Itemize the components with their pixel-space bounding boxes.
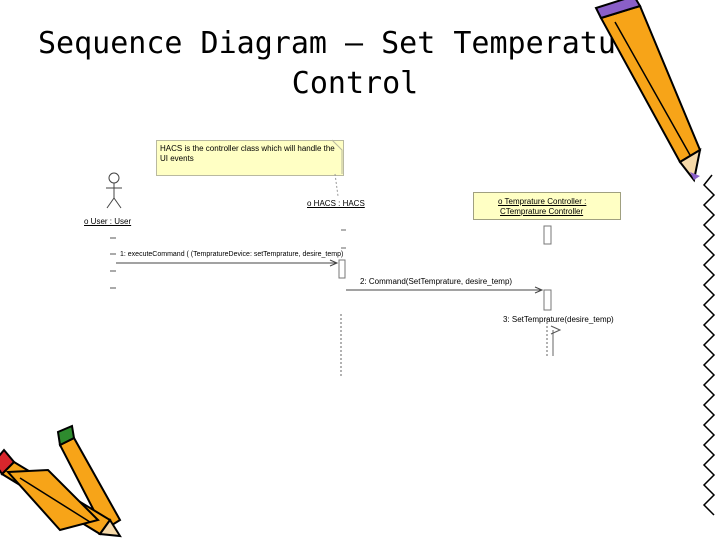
- user-lifeline: [110, 237, 116, 289]
- pencils-icon-bottom-left: [0, 424, 122, 538]
- message-3-self-arrow: [550, 325, 562, 335]
- user-lifeline-label: o User : User: [84, 217, 132, 226]
- message-2-label: 2: Command(SetTemprature, desire_temp): [360, 277, 513, 286]
- note-text: HACS is the controller class which will …: [160, 144, 335, 163]
- message-2-arrowhead: [534, 286, 544, 294]
- message-1-arrowhead: [329, 259, 339, 267]
- pencil-icon-top-right: [594, 0, 702, 183]
- controller-activation-bar-2: [543, 289, 552, 311]
- zigzag-border-right: [702, 174, 716, 516]
- slide-title-line-2: Control: [291, 66, 419, 101]
- controller-object-box: [473, 192, 621, 220]
- hacs-lifeline: [340, 229, 346, 378]
- hacs-activation-bar: [338, 259, 346, 279]
- note-corner: [331, 139, 343, 174]
- controller-lifeline-label-1: o Temprature Controller :: [498, 197, 587, 206]
- controller-activation-bar-1: [543, 225, 552, 245]
- hacs-object-box: [306, 194, 376, 219]
- hacs-lifeline-label: o HACS : HACS: [307, 199, 365, 208]
- slide-title-line-1: Sequence Diagram – Set Temperature: [37, 26, 653, 61]
- user-actor-icon: [106, 172, 122, 209]
- message-3-label: 3: SetTemprature(desire_temp): [503, 315, 614, 324]
- controller-lifeline-label-2: CTemprature Controller: [500, 207, 584, 216]
- note-box: [156, 140, 344, 176]
- message-1-label: 1: executeCommand ( (TempratureDevice: s…: [120, 251, 344, 258]
